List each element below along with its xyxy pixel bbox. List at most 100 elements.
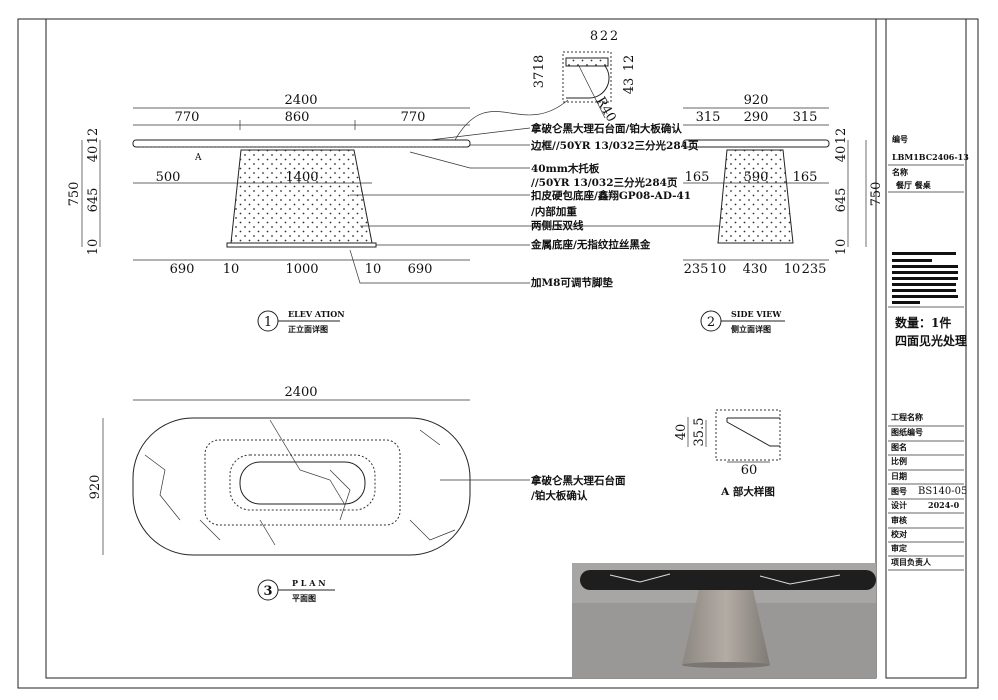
- view-title-cn: 平面图: [292, 593, 316, 603]
- annotation: 金属底座/无指纹拉丝黑金: [530, 238, 651, 251]
- dim: 10: [223, 262, 240, 277]
- dim: 690: [170, 262, 195, 277]
- dim: R40: [593, 95, 619, 125]
- redacted-block: [892, 252, 958, 304]
- dim: 10: [710, 262, 727, 277]
- dim: 40: [834, 146, 849, 163]
- dim: 12: [86, 128, 101, 145]
- dim: 37: [532, 72, 547, 89]
- dim: 430: [743, 262, 768, 277]
- dim: 43: [622, 78, 637, 95]
- dim: 770: [175, 110, 200, 125]
- view-title-en: P L A N: [292, 578, 326, 588]
- dim: 18: [532, 55, 547, 72]
- dim: 290: [744, 110, 769, 125]
- dim: 10: [86, 239, 101, 256]
- title-rows: 工程名称 图纸编号 图名 比例 日期 图号 BS140-05 设计 2024-0…: [888, 412, 967, 571]
- row-label: 图号: [891, 486, 907, 496]
- product-code: LBM1BC2406-13: [892, 152, 969, 162]
- view-title-cn: 正立面详图: [288, 324, 328, 334]
- dim: 10: [365, 262, 382, 277]
- dim: 2: [610, 29, 618, 44]
- dim: 645: [834, 188, 849, 213]
- dim: 40: [674, 424, 689, 441]
- view-title-cn: 侧立面详图: [731, 324, 771, 334]
- row-label: 图名: [891, 442, 907, 452]
- dim: 40: [86, 146, 101, 163]
- dim: 920: [88, 475, 103, 500]
- quantity: 数量：1件: [895, 315, 951, 330]
- row-label: 审定: [891, 543, 907, 553]
- dim: 1000: [285, 262, 318, 277]
- dim: 590: [744, 170, 769, 185]
- dim: 500: [156, 170, 181, 185]
- dim: 1400: [285, 170, 318, 185]
- row-label: 校对: [891, 529, 907, 539]
- product-name: 餐厅 餐桌: [895, 180, 932, 190]
- annotation: 扣皮硬包底座/鑫翔GP08-AD-41: [531, 189, 691, 202]
- dim: 10: [834, 239, 849, 256]
- dim: 2400: [284, 385, 317, 400]
- row-label: 项目负责人: [891, 557, 932, 567]
- dim: 12: [622, 55, 637, 72]
- view-number: 1: [264, 315, 272, 330]
- dim: 12: [834, 128, 849, 145]
- row-label: 工程名称: [891, 412, 923, 422]
- dim: 235: [684, 262, 709, 277]
- dim: 165: [685, 170, 710, 185]
- dim: 315: [793, 110, 818, 125]
- dim: 645: [86, 188, 101, 213]
- dim: 2: [600, 29, 608, 44]
- name-label: 名称: [892, 167, 908, 177]
- code-label: 编号: [892, 134, 908, 144]
- row-label: 设计: [891, 500, 907, 510]
- dim: 165: [793, 170, 818, 185]
- front-elevation: 2400 770 860 770 500 1400 690 10 1000 10…: [67, 93, 471, 334]
- detail-title: A 部大样图: [720, 485, 775, 498]
- dim: 315: [696, 110, 721, 125]
- view-number: 2: [707, 315, 715, 330]
- row-label: 审核: [891, 515, 907, 525]
- sheet-frame: [17, 18, 979, 689]
- dim: 235: [802, 262, 827, 277]
- annotations: 拿破仑黑大理石台面/铂大板确认 边框//50YR 13/032三分光284页 4…: [349, 99, 720, 289]
- row-label: 比例: [891, 456, 907, 466]
- title-block: 编号 LBM1BC2406-13 名称 餐厅 餐桌 数量：1件 四面见光处理 工…: [888, 134, 969, 571]
- section-marker: A: [194, 153, 202, 163]
- plan-view: 2400 920 拿破仑黑大理石台面 /铂大板确认 3 P L A N 平面图: [88, 385, 626, 603]
- annotation: 40mm木托板: [531, 162, 600, 175]
- detail-a: 40 35.5 60 A 部大样图: [674, 409, 781, 498]
- annotation: //50YR 13/032三分光284页: [531, 176, 678, 189]
- drawing-number: BS140-05: [918, 486, 967, 497]
- finish-note: 四面见光处理: [895, 333, 967, 348]
- annotation: /内部加重: [531, 205, 577, 218]
- dim-width: 2400: [284, 93, 317, 108]
- annotation: 两侧压双线: [531, 219, 584, 232]
- dim: 770: [401, 110, 426, 125]
- row-label: 图纸编号: [891, 427, 923, 437]
- dim: 8: [590, 29, 598, 44]
- pedestal-front: [230, 149, 373, 244]
- dim: 920: [744, 93, 769, 108]
- view-title-en: ELEV ATION: [288, 309, 345, 319]
- product-photo: [572, 563, 876, 678]
- annotation: /铂大板确认: [531, 489, 588, 502]
- annotation: 拿破仑黑大理石台面: [530, 474, 626, 487]
- dim: 35.5: [692, 418, 707, 447]
- dim: 750: [869, 182, 884, 207]
- dim: 860: [285, 110, 310, 125]
- dim: 60: [741, 463, 758, 478]
- dim: 750: [67, 182, 82, 207]
- view-number: 3: [263, 584, 272, 599]
- dim: 690: [408, 262, 433, 277]
- annotation: 边框//50YR 13/032三分光284页: [530, 139, 699, 152]
- dim: 10: [784, 262, 801, 277]
- side-view: 920 315 290 315 165 590 165 235 10 430 1…: [682, 93, 884, 334]
- date: 2024-0: [928, 500, 960, 510]
- edge-detail: 2 8 2 37 18 43 12 R40: [532, 29, 637, 125]
- view-title-en: SIDE VIEW: [731, 309, 782, 319]
- annotation: 加M8可调节脚垫: [530, 276, 613, 289]
- row-label: 日期: [891, 471, 907, 481]
